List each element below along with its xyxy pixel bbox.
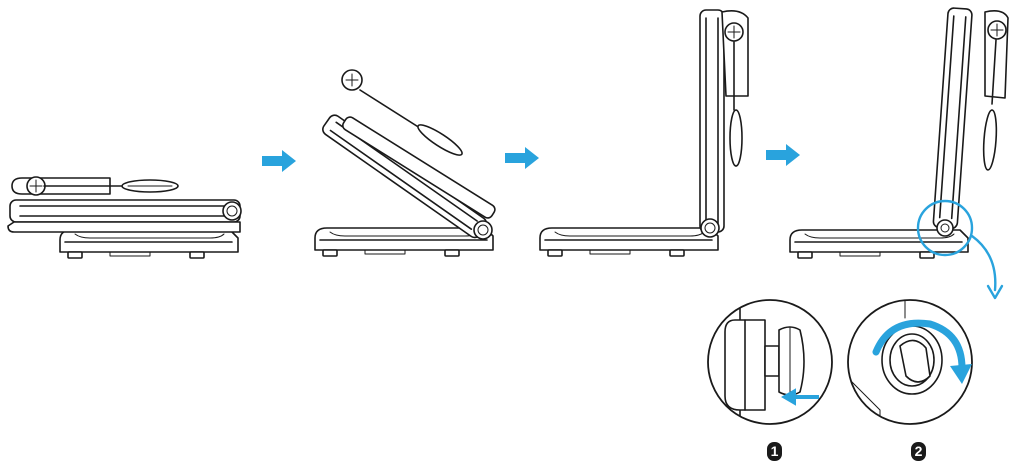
arrow-right-icon [262,150,296,172]
stage-tilted [789,7,1009,300]
step-badge-1: 1 [767,442,782,461]
arrow-right-icon [766,144,800,166]
stage-upright [539,9,749,257]
detail-pull-knob [707,299,833,425]
arrow-right-icon [505,147,539,169]
stage-half-open [314,69,496,257]
rotate-arrow-icon [872,319,966,372]
pull-arrow-icon [781,388,819,406]
detail-rotate-knob [847,299,973,425]
step-badge-2: 2 [911,442,926,461]
stage-folded [7,176,242,259]
